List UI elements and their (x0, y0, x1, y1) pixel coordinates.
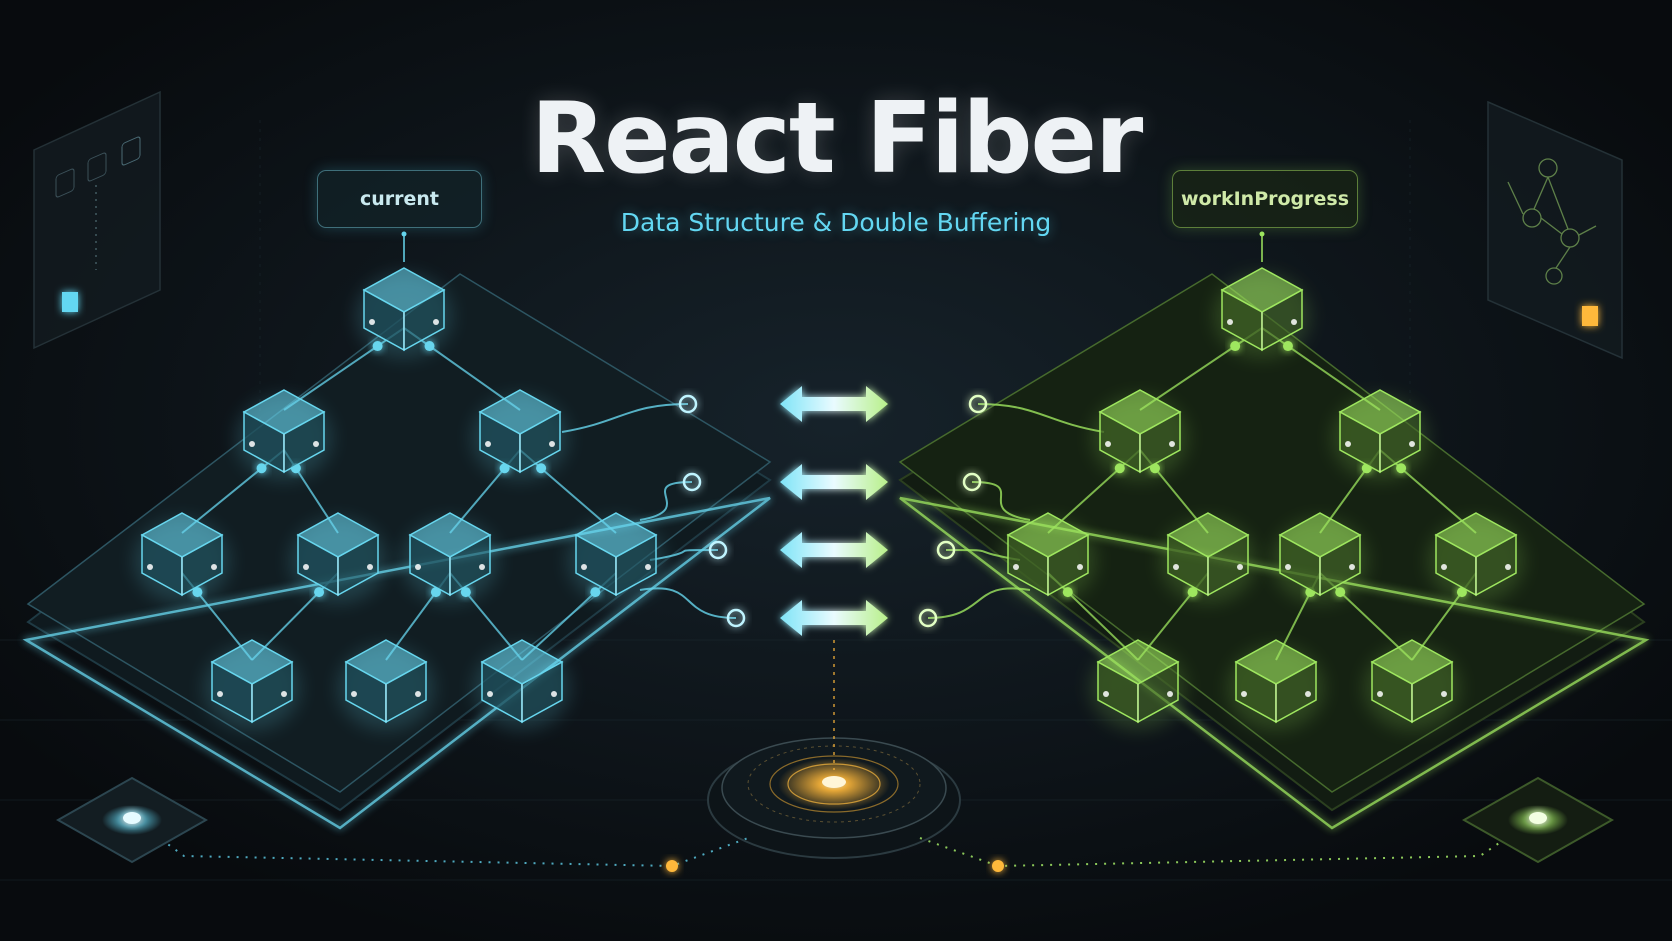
left-signal-pad (55, 776, 209, 864)
wip-tree-label: workInProgress (1172, 170, 1358, 228)
wip-link-port (962, 472, 982, 492)
current-link-port (726, 608, 746, 628)
current-link-port (708, 540, 728, 560)
wip-fiber-node (1090, 639, 1186, 730)
wip-fiber-node (1364, 639, 1460, 730)
double-buffer-swap-arrow (780, 600, 888, 636)
page-title: React Fiber (530, 82, 1144, 196)
current-exchange-link (639, 481, 693, 521)
double-buffer-swap-arrow (780, 386, 888, 422)
bottom-signal-route (131, 817, 1537, 872)
current-exchange-link (639, 587, 737, 619)
wip-link-port (968, 394, 988, 414)
current-tree-nodes (134, 267, 664, 730)
page-subtitle: Data Structure & Double Buffering (620, 208, 1052, 237)
wip-link-port (936, 540, 956, 560)
current-fiber-node (474, 639, 570, 730)
right-side-panel (1487, 100, 1623, 360)
current-link-port (678, 394, 698, 414)
current-fiber-node (356, 267, 452, 358)
wip-fiber-node (1332, 389, 1428, 480)
current-link-port (682, 472, 702, 492)
wip-tree-nodes (1000, 267, 1524, 730)
current-fiber-node (290, 512, 386, 603)
current-fiber-node (134, 512, 230, 603)
current-exchange-link (561, 403, 689, 433)
wip-link-port (918, 608, 938, 628)
double-buffer-swap-arrow (780, 532, 888, 568)
wip-fiber-node (1228, 639, 1324, 730)
double-buffer-arrows (780, 386, 888, 636)
current-exchange-link (649, 549, 719, 561)
current-fiber-node (204, 639, 300, 730)
current-fiber-node (568, 512, 664, 603)
wip-fiber-node (1214, 267, 1310, 358)
central-core-emitter (707, 640, 961, 859)
wip-fiber-node (1160, 512, 1256, 603)
wip-fiber-node (1000, 512, 1096, 603)
wip-exchange-link (971, 481, 1031, 521)
current-fiber-node (402, 512, 498, 603)
left-side-panel (33, 90, 161, 350)
wip-exchange-link (977, 403, 1105, 433)
wip-fiber-node (1428, 512, 1524, 603)
wip-fiber-node (1272, 512, 1368, 603)
current-fiber-node (338, 639, 434, 730)
wip-fiber-node (1092, 389, 1188, 480)
right-panel-highlight-icon (1582, 306, 1598, 326)
current-fiber-node (472, 389, 568, 480)
right-signal-pad (1461, 776, 1615, 864)
left-panel-highlight-icon (62, 292, 78, 312)
current-tree-label: current (317, 170, 482, 228)
double-buffer-swap-arrow (780, 464, 888, 500)
current-fiber-node (236, 389, 332, 480)
